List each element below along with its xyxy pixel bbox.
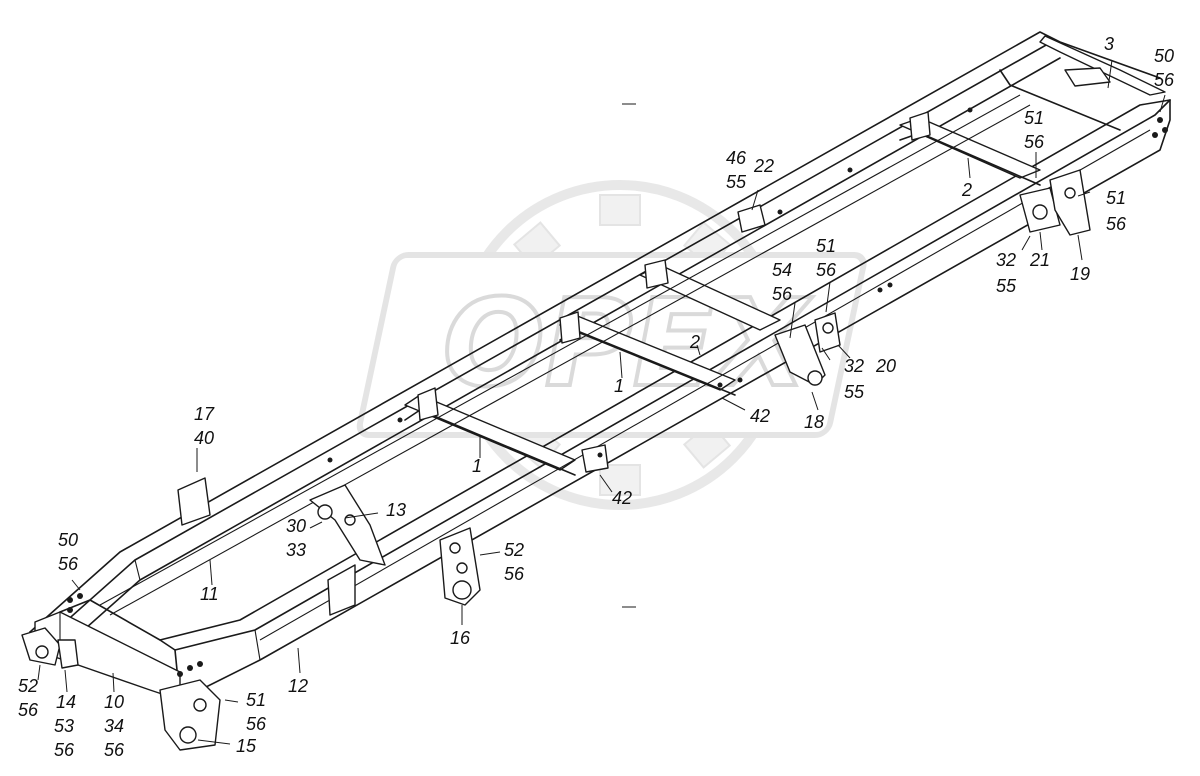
callout-19: 19 (1070, 264, 1090, 284)
callout-17: 17 (194, 404, 215, 424)
rear-spring-bracket-18 (774, 324, 826, 386)
callout-1: 1 (614, 376, 624, 396)
callout-13: 13 (386, 500, 406, 520)
callout-22: 22 (753, 156, 774, 176)
rear-cross-member (999, 35, 1166, 131)
callout-50: 50 (58, 530, 78, 550)
callout-51: 51 (1024, 108, 1044, 128)
callout-53: 53 (54, 716, 74, 736)
callout-labels: 3 50 56 51 56 2 46 22 55 51 56 32 55 21 … (18, 34, 1175, 760)
callout-2: 2 (689, 332, 700, 352)
callout-52: 52 (504, 540, 524, 560)
callout-10: 10 (104, 692, 124, 712)
callout-15: 15 (236, 736, 257, 756)
callout-2: 2 (961, 180, 972, 200)
callout-56: 56 (504, 564, 525, 584)
callout-50: 50 (1154, 46, 1174, 66)
rivet-holes (67, 107, 1168, 677)
callout-51: 51 (246, 690, 266, 710)
callout-11: 11 (200, 584, 219, 604)
callout-56: 56 (1106, 214, 1127, 234)
bracket-16 (439, 527, 481, 606)
callout-32: 32 (996, 250, 1016, 270)
bracket-13-30 (309, 484, 386, 566)
cross-members (404, 117, 1041, 476)
callout-56: 56 (54, 740, 75, 760)
callout-12: 12 (288, 676, 308, 696)
callout-56: 56 (104, 740, 125, 760)
front-spring-bracket-right-15 (159, 679, 221, 751)
callout-46: 46 (726, 148, 747, 168)
callout-56: 56 (772, 284, 793, 304)
callout-32: 32 (844, 356, 864, 376)
callout-40: 40 (194, 428, 214, 448)
leader-lines (37, 59, 1166, 745)
callout-14: 14 (56, 692, 76, 712)
callout-20: 20 (875, 356, 896, 376)
callout-33: 33 (286, 540, 306, 560)
rear-spring-bracket-20 (814, 312, 841, 353)
callout-21: 21 (1029, 250, 1050, 270)
callout-56: 56 (816, 260, 837, 280)
callout-51: 51 (1106, 188, 1126, 208)
callout-16: 16 (450, 628, 471, 648)
callout-52: 52 (18, 676, 38, 696)
callout-30: 30 (286, 516, 306, 536)
callout-56: 56 (1154, 70, 1175, 90)
callout-51: 51 (816, 236, 836, 256)
callout-54: 54 (772, 260, 792, 280)
callout-56: 56 (58, 554, 79, 574)
bracket-left-mid (327, 564, 356, 616)
callout-56: 56 (1024, 132, 1045, 152)
callout-3: 3 (1104, 34, 1114, 54)
front-spring-bracket-left (21, 627, 61, 666)
callout-56: 56 (246, 714, 267, 734)
callout-34: 34 (104, 716, 124, 736)
callout-1: 1 (472, 456, 482, 476)
rear-spring-bracket-19 (1049, 169, 1091, 236)
callout-55: 55 (996, 276, 1017, 296)
bracket-17 (177, 477, 211, 526)
callout-55: 55 (726, 172, 747, 192)
inner-rail-lines (99, 94, 1151, 641)
callout-18: 18 (804, 412, 824, 432)
front-tow-hook-14 (57, 639, 79, 669)
callout-42: 42 (612, 488, 632, 508)
callout-56: 56 (18, 700, 39, 720)
callout-42: 42 (750, 406, 770, 426)
scan-marks (622, 103, 636, 608)
small-brackets (417, 111, 931, 473)
rear-spring-bracket-21 (1019, 187, 1061, 233)
callout-55: 55 (844, 382, 865, 402)
